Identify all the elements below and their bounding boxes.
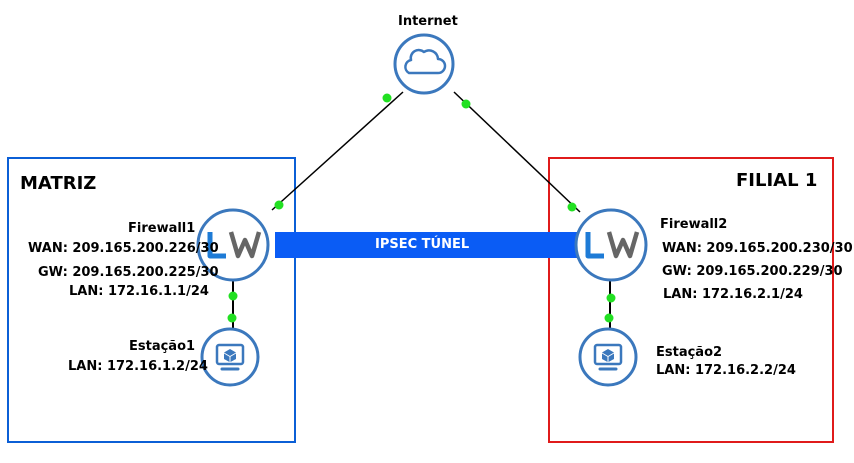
station1-name: Estação1 bbox=[129, 339, 196, 354]
link-dot bbox=[461, 99, 471, 109]
station2-node bbox=[578, 327, 638, 387]
station2-name: Estação2 bbox=[656, 345, 723, 360]
firewall1-node bbox=[196, 208, 270, 282]
station2-lan: LAN: 172.16.2.2/24 bbox=[656, 363, 796, 378]
firewall2-node bbox=[574, 208, 648, 282]
link-internet-firewall2 bbox=[453, 91, 581, 213]
link-dot bbox=[604, 313, 614, 323]
lw-logo-icon bbox=[585, 231, 640, 259]
firewall2-name: Firewall2 bbox=[660, 217, 728, 232]
link-dot bbox=[274, 200, 284, 210]
link-dot bbox=[567, 202, 577, 212]
tunnel-label: IPSEC TÚNEL bbox=[375, 237, 470, 252]
matriz-title: MATRIZ bbox=[20, 173, 97, 194]
monitor-icon bbox=[593, 343, 623, 371]
link-dot bbox=[382, 93, 392, 103]
firewall2-lan: LAN: 172.16.2.1/24 bbox=[663, 287, 803, 302]
filial-title: FILIAL 1 bbox=[736, 170, 818, 191]
link-dots bbox=[227, 93, 616, 323]
link-dot bbox=[606, 293, 616, 303]
firewall1-lan: LAN: 172.16.1.1/24 bbox=[69, 284, 209, 299]
filial-box bbox=[548, 157, 834, 443]
cloud-icon bbox=[404, 48, 447, 75]
firewall2-gw: GW: 209.165.200.229/30 bbox=[662, 264, 843, 279]
link-dot bbox=[227, 313, 237, 323]
lw-logo-icon bbox=[207, 231, 262, 259]
internet-label: Internet bbox=[398, 14, 458, 29]
station1-lan: LAN: 172.16.1.2/24 bbox=[68, 359, 208, 374]
internet-node bbox=[393, 33, 455, 95]
firewall1-wan: WAN: 209.165.200.226/30 bbox=[28, 241, 219, 256]
ipsec-tunnel-bar bbox=[275, 232, 577, 258]
link-internet-firewall1 bbox=[271, 91, 404, 211]
monitor-icon bbox=[215, 343, 245, 371]
firewall1-name: Firewall1 bbox=[128, 221, 196, 236]
firewall1-gw: GW: 209.165.200.225/30 bbox=[38, 265, 219, 280]
matriz-box bbox=[7, 157, 296, 443]
link-dot bbox=[228, 291, 238, 301]
station1-node bbox=[200, 327, 260, 387]
firewall2-wan: WAN: 209.165.200.230/30 bbox=[662, 241, 853, 256]
